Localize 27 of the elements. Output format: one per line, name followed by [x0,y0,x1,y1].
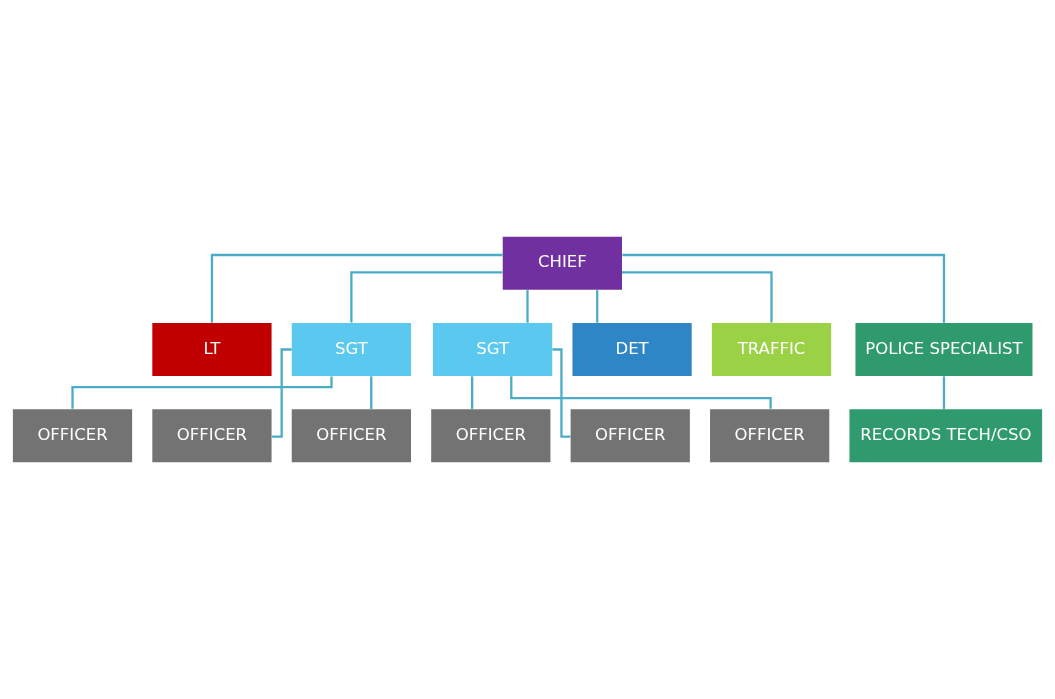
connector [370,376,373,409]
node-box: OFFICER [152,409,272,463]
connector [526,290,529,323]
connector [596,290,599,323]
connector [210,253,503,323]
node-box: SGT [433,322,553,377]
connector [71,376,333,409]
node-box: SGT [291,322,411,377]
node-box: OFFICER [12,409,133,463]
connector [350,271,503,323]
node-box: CHIEF [502,236,622,290]
node-box: OFFICER [570,409,690,463]
node-box: LT [152,322,272,377]
connector [942,376,946,409]
node-box: POLICE SPECIALIST [855,322,1033,377]
node-box: OFFICER [291,409,411,463]
node-box: TRAFFIC [711,322,832,377]
node-box: RECORDS TECH/CSO [849,409,1043,463]
connector [622,253,946,323]
node-box: OFFICER [431,409,551,463]
connector [471,376,474,409]
node-box: DET [572,322,692,377]
connector [622,271,773,323]
connector [510,376,772,409]
node-box: OFFICER [710,409,830,463]
connector [552,348,571,438]
connector [271,348,292,438]
